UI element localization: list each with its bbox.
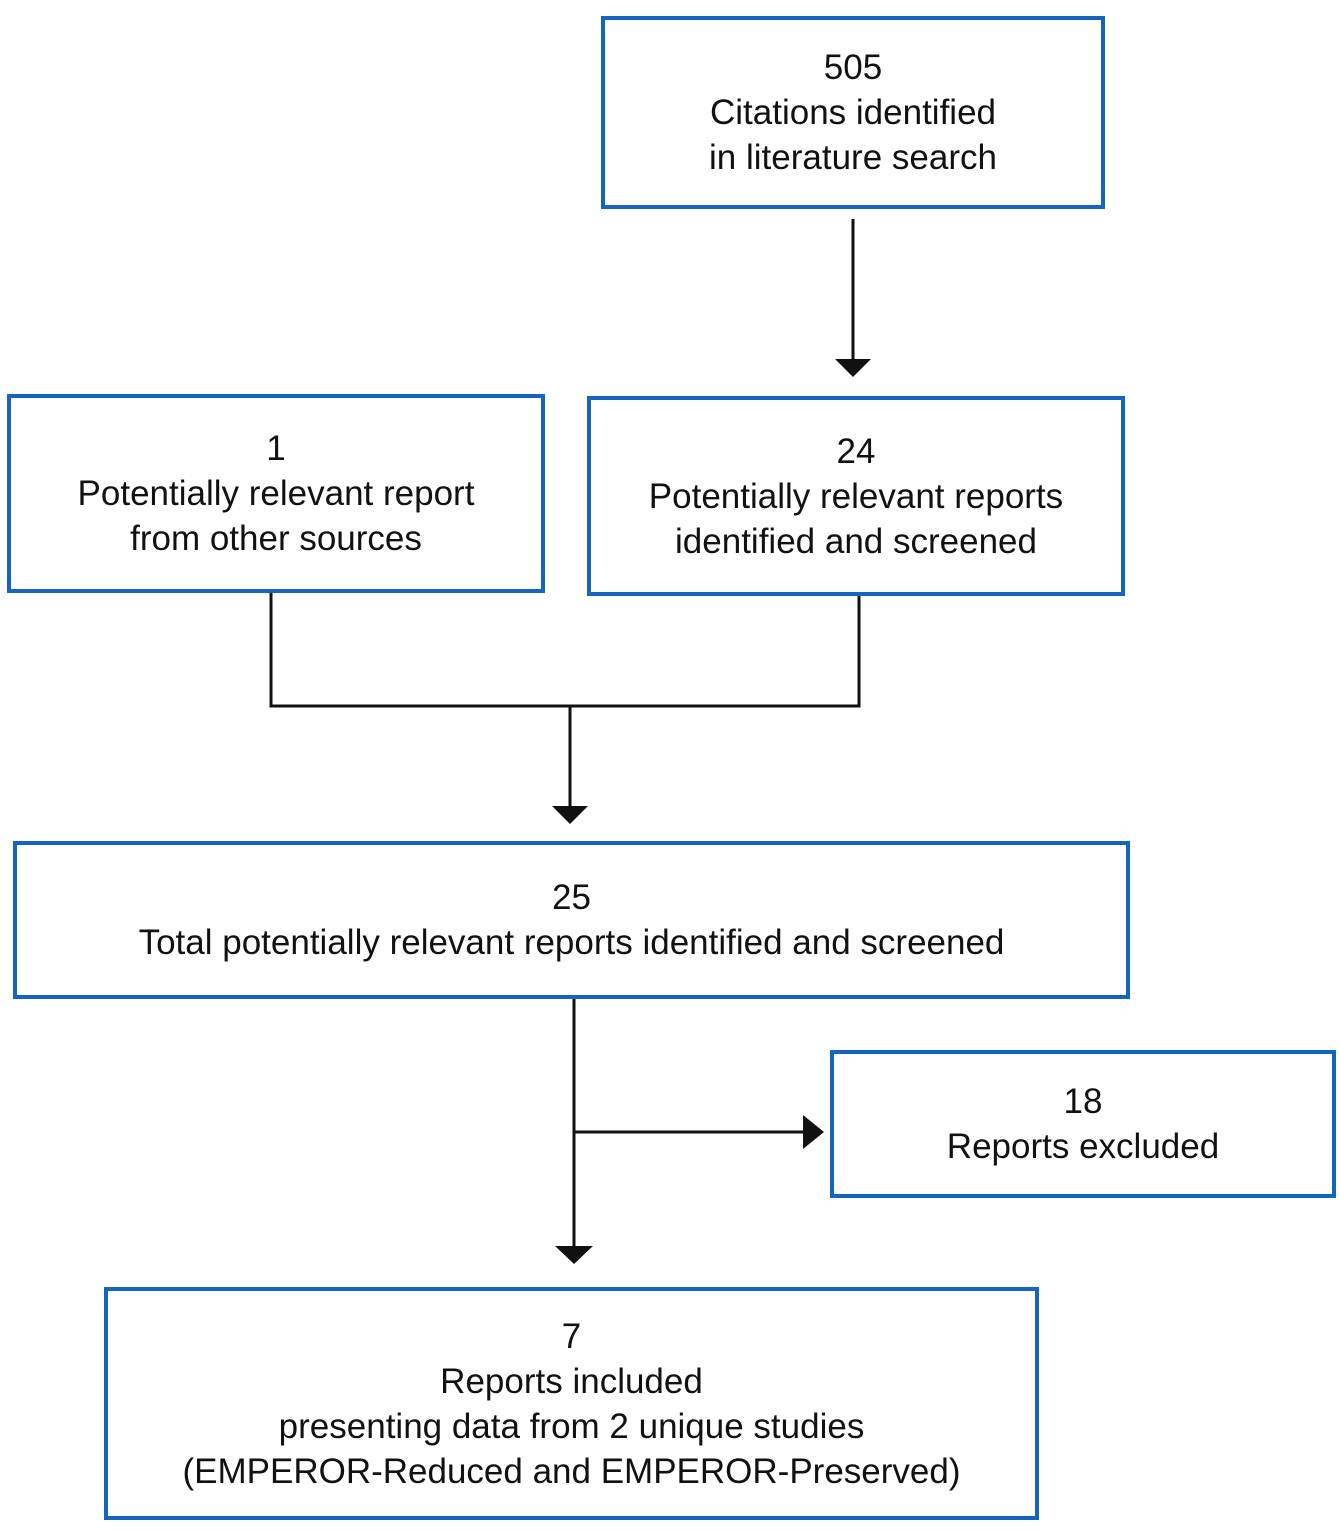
citations-label-line-2: in literature search (709, 138, 997, 177)
arrowhead-to-total (552, 806, 588, 824)
citations-label-line-1: Citations identified (710, 93, 996, 132)
arrowhead-to-screened (835, 359, 871, 377)
citations-identified-box: 505 Citations identified in literature s… (601, 16, 1105, 209)
total-reports-box: 25 Total potentially relevant reports id… (13, 841, 1130, 999)
screened-label-line-2: identified and screened (675, 521, 1037, 561)
excluded-reports-box: 18 Reports excluded (830, 1050, 1336, 1198)
arrowhead-to-excluded (803, 1115, 824, 1149)
other-sources-box: 1 Potentially relevant report from other… (7, 394, 545, 593)
screened-count: 24 (836, 431, 876, 471)
excluded-count: 18 (1063, 1082, 1103, 1121)
total-count: 25 (552, 878, 591, 917)
included-label-line-3: (EMPEROR-Reduced and EMPEROR-Preserved) (182, 1451, 961, 1491)
arrowhead-to-included (555, 1246, 593, 1264)
screened-label-line-1: Potentially relevant reports (648, 476, 1064, 516)
total-label-line-1: Total potentially relevant reports ident… (138, 923, 1005, 962)
citations-count: 505 (823, 48, 883, 87)
included-label-line-1: Reports included (440, 1361, 703, 1401)
other-sources-label-line-1: Potentially relevant report (77, 474, 475, 513)
other-sources-label-line-2: from other sources (130, 519, 422, 558)
included-count: 7 (561, 1316, 582, 1356)
excluded-label-line-1: Reports excluded (946, 1127, 1220, 1166)
included-reports-box: 7 Reports included presenting data from … (104, 1287, 1039, 1520)
included-label-line-2: presenting data from 2 unique studies (278, 1406, 865, 1446)
other-sources-count: 1 (266, 429, 286, 468)
screened-reports-box: 24 Potentially relevant reports identifi… (587, 396, 1125, 596)
